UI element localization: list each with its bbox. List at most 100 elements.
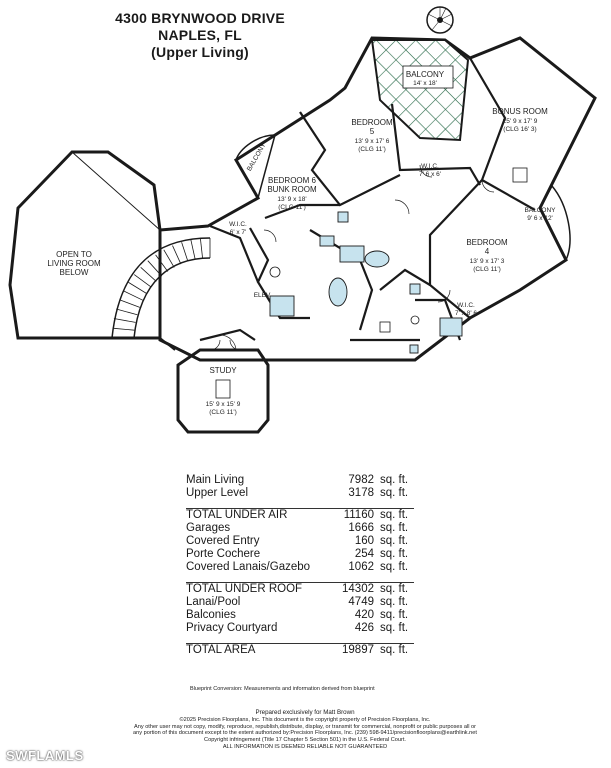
- wic-b5-dim: 7' 6 x 6': [419, 171, 441, 178]
- area-value: 14302: [342, 583, 374, 595]
- bedroom4-dim: 13' 9 x 17' 3: [470, 258, 505, 265]
- spiral-stair-top: [426, 6, 454, 34]
- upper-level-outline: [158, 36, 597, 362]
- floor-plan: BALCONY 14' x 18' BONUS ROOM 25' 9 x 17'…: [8, 6, 597, 434]
- bedroom5-dim: 13' 9 x 17' 6: [355, 138, 390, 145]
- table-gap: [186, 500, 426, 508]
- copyright-line: ©2025 Precision Floorplans, Inc. This do…: [179, 716, 431, 723]
- area-label: Garages: [186, 522, 231, 534]
- area-label: TOTAL AREA: [186, 644, 256, 656]
- plan-title: 4300 BRYNWOOD DRIVE NAPLES, FL (Upper Li…: [100, 10, 300, 61]
- table-row: Privacy Courtyard 426 sq. ft.: [186, 622, 426, 635]
- area-label: Main Living: [186, 474, 245, 486]
- study-outline: [176, 348, 270, 434]
- area-value: 4749: [348, 596, 374, 608]
- area-unit: sq. ft.: [380, 622, 409, 634]
- bedroom6-clg: (CLG 11'): [278, 204, 306, 211]
- stair-tread: [172, 245, 182, 265]
- study-clg: (CLG 11'): [209, 409, 237, 416]
- table-divider: [186, 582, 414, 583]
- tub-fixture: [364, 250, 390, 268]
- bedroom4-name: BEDROOM: [466, 238, 508, 247]
- stair-tread: [128, 282, 148, 294]
- area-value: 426: [354, 622, 374, 634]
- elev-name: ELEV: [254, 292, 271, 299]
- area-value: 7982: [348, 474, 374, 486]
- area-unit: sq. ft.: [380, 487, 409, 499]
- table-row: Upper Level 3178 sq. ft.: [186, 487, 426, 500]
- area-label: Privacy Courtyard: [186, 622, 278, 634]
- table-row: Porte Cochere 254 sq. ft.: [186, 548, 426, 561]
- disclaimer-line: ALL INFORMATION IS DEEMED RELIABLE NOT G…: [222, 743, 388, 750]
- bonus-room-clg: (CLG 16' 3): [503, 126, 536, 133]
- bedroom5-name: BEDROOM: [351, 118, 393, 127]
- prepared-for: Prepared exclusively for Matt Brown: [255, 709, 355, 716]
- table-row: Main Living 7982 sq. ft.: [186, 474, 426, 487]
- stair-tread: [190, 239, 196, 260]
- area-value: 160: [354, 535, 374, 547]
- area-label: Lanai/Pool: [186, 596, 241, 608]
- wic-b4-dim: 7' x 8' 6: [455, 310, 477, 317]
- table-gap: [186, 574, 426, 582]
- open-living-outline: [8, 150, 162, 340]
- table-gap: [186, 635, 426, 643]
- bedroom6-name: BEDROOM 6: [268, 176, 317, 185]
- stair-tread: [155, 254, 169, 272]
- stair-tread: [133, 274, 152, 288]
- bedroom4-clg: (CLG 11'): [473, 266, 501, 273]
- area-unit: sq. ft.: [380, 596, 409, 608]
- usage-line: Any other user may not copy, modify, rep…: [134, 723, 476, 730]
- balcony-right-name: BALCONY: [524, 207, 556, 214]
- area-unit: sq. ft.: [380, 522, 409, 534]
- wic-b4-name: W.I.C.: [457, 302, 475, 309]
- area-unit: sq. ft.: [380, 474, 409, 486]
- blueprint-note: Blueprint Conversion: Measurements and i…: [190, 686, 375, 692]
- mls-watermark: SWFLAMLS: [6, 748, 84, 763]
- balcony-top-dim: 14' x 18': [413, 80, 437, 87]
- area-table: Main Living 7982 sq. ft. Upper Level 3178 sq.…: [186, 474, 426, 657]
- authorization-line: any portion of this document except to t…: [133, 730, 477, 737]
- balcony-top-lattice: [370, 39, 470, 142]
- bonus-room-name: BONUS ROOM: [492, 107, 548, 116]
- balcony-left-arc: [235, 134, 276, 199]
- study-dim: 15' 9 x 15' 9: [206, 401, 241, 408]
- area-value: 3178: [348, 487, 374, 499]
- city: NAPLES, FL: [158, 27, 242, 43]
- table-row: Covered Entry 160 sq. ft.: [186, 535, 426, 548]
- stair-tread: [112, 327, 135, 331]
- area-value: 1666: [348, 522, 374, 534]
- open-living-line1: OPEN TO: [56, 250, 92, 259]
- balcony-right-dim: 9' 6 x 12': [527, 215, 553, 222]
- area-value: 420: [354, 609, 374, 621]
- wic-b5-name: W.I.C.: [421, 163, 439, 170]
- area-value: 1062: [348, 561, 374, 573]
- open-living-line3: BELOW: [60, 268, 89, 277]
- area-value: 254: [354, 548, 374, 560]
- balcony-right-arc: [539, 184, 571, 261]
- table-divider: [186, 508, 414, 509]
- stair-tread: [116, 308, 138, 316]
- area-label: Porte Cochere: [186, 548, 261, 560]
- stair-tread: [119, 299, 140, 308]
- area-label: Upper Level: [186, 487, 249, 499]
- area-unit: sq. ft.: [380, 535, 409, 547]
- area-label: Covered Entry: [186, 535, 260, 547]
- wic-b6-dim: 6' x 7': [230, 229, 247, 236]
- area-label: TOTAL UNDER AIR: [186, 509, 288, 521]
- area-value: 11160: [343, 509, 374, 521]
- study-name: STUDY: [209, 366, 237, 375]
- wic-b6-name: W.I.C.: [229, 221, 247, 228]
- level-label: (Upper Living): [151, 44, 249, 60]
- bedroom6-dim: 13' 9 x 18': [277, 196, 306, 203]
- stair-tread: [123, 290, 144, 301]
- stair-tread: [163, 249, 175, 268]
- grand-staircase: [111, 237, 211, 339]
- credits: Prepared exclusively for Matt Brown ©202…: [80, 709, 530, 751]
- table-row: Lanai/Pool 4749 sq. ft.: [186, 596, 426, 609]
- bedroom4-num: 4: [485, 247, 490, 256]
- area-unit: sq. ft.: [380, 548, 409, 560]
